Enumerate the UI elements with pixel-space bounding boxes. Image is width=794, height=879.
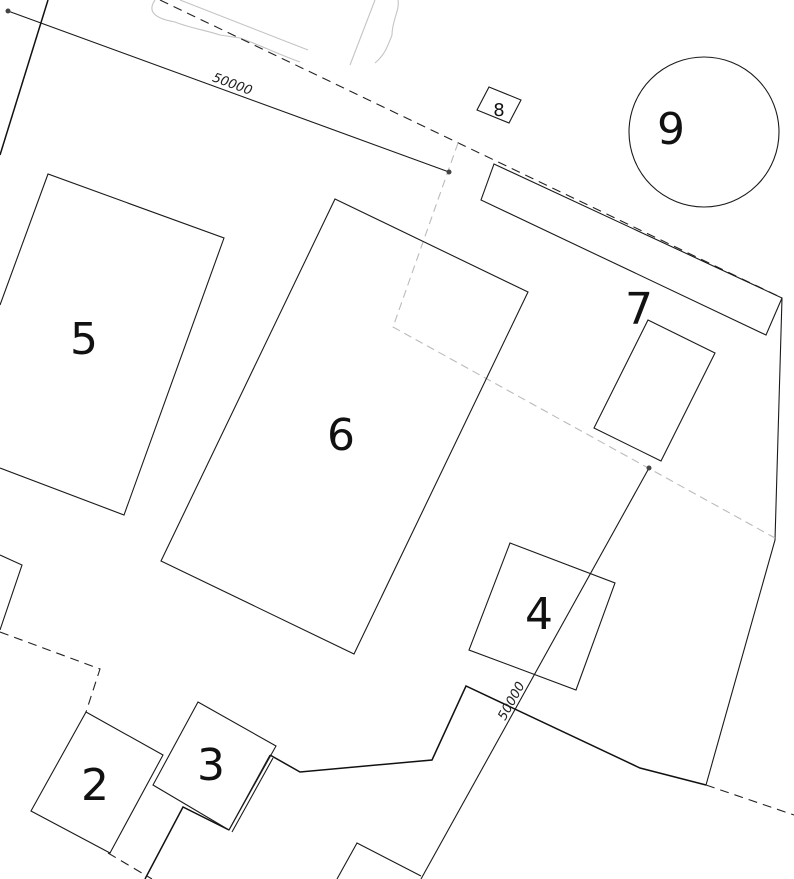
building-label: 3 [197, 740, 225, 791]
building-9[interactable]: 9 [628, 56, 780, 208]
building-label: 9 [657, 104, 685, 155]
building-label: 2 [81, 760, 109, 811]
building-label: 5 [70, 314, 98, 365]
dimension-label: 50000 [495, 680, 528, 723]
building-label: 7 [625, 284, 653, 335]
hidden-outline [392, 142, 776, 539]
building-6[interactable]: 6 [160, 198, 529, 655]
building-4[interactable]: 4 [468, 542, 616, 691]
building-label: 6 [327, 410, 355, 461]
dimension-label: 50000 [210, 71, 254, 99]
building-2[interactable]: 2 [30, 711, 164, 854]
building-8[interactable]: 8 [476, 86, 522, 124]
building-label: 4 [525, 589, 553, 640]
building-7[interactable]: 7 [480, 163, 783, 462]
terrain-features [151, 0, 399, 66]
dimension-line-2: 50000 [420, 465, 652, 879]
building-5[interactable]: 5 [0, 173, 225, 516]
building-label: 8 [493, 100, 504, 121]
building-3[interactable]: 3 [152, 701, 277, 831]
